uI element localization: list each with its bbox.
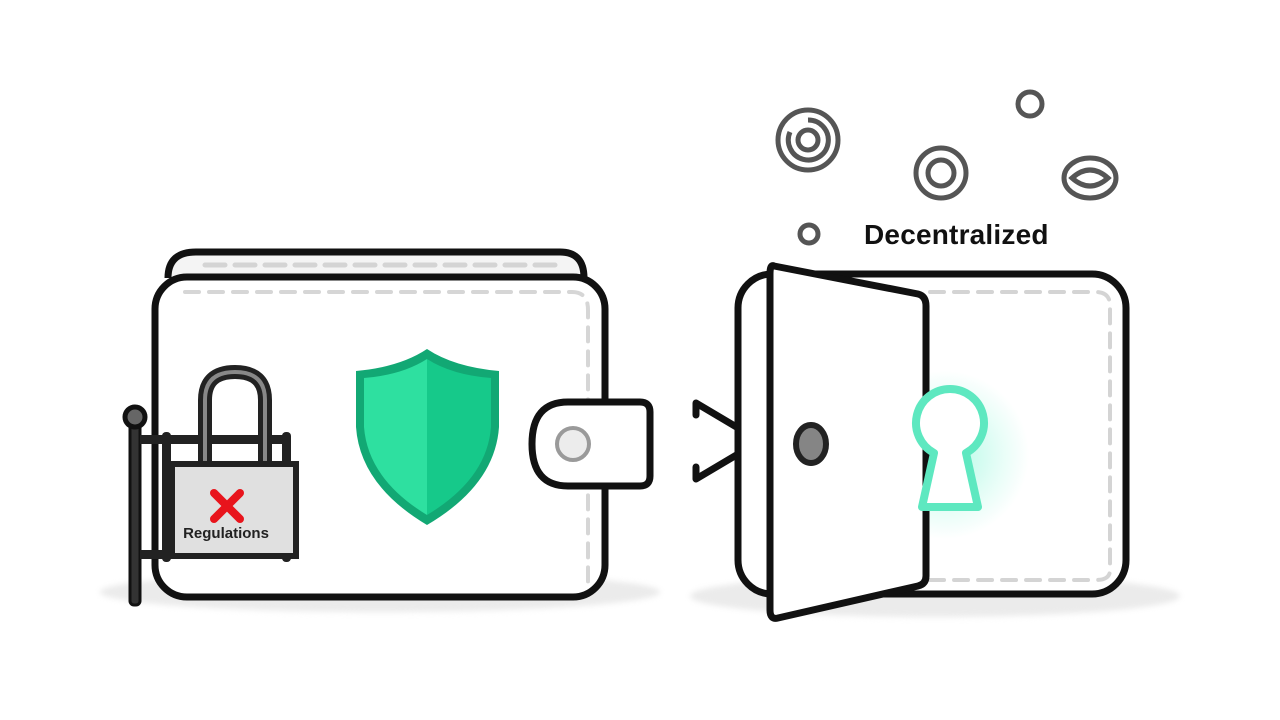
coin-oval-icon (1061, 155, 1119, 201)
x-mark-icon (210, 489, 244, 523)
coin-tiny-icon (797, 222, 821, 246)
shield-icon (356, 349, 499, 525)
wallet-door[interactable] (760, 258, 935, 628)
decentralized-label: Decentralized (864, 219, 1049, 250)
wallet-clasp[interactable] (528, 398, 656, 492)
coin-spiral-icon (775, 107, 841, 173)
keyhole-icon (912, 385, 988, 511)
coin-small-icon (1015, 89, 1045, 119)
coin-ring-icon (913, 145, 969, 201)
regulations-label: Regulations (183, 525, 269, 542)
